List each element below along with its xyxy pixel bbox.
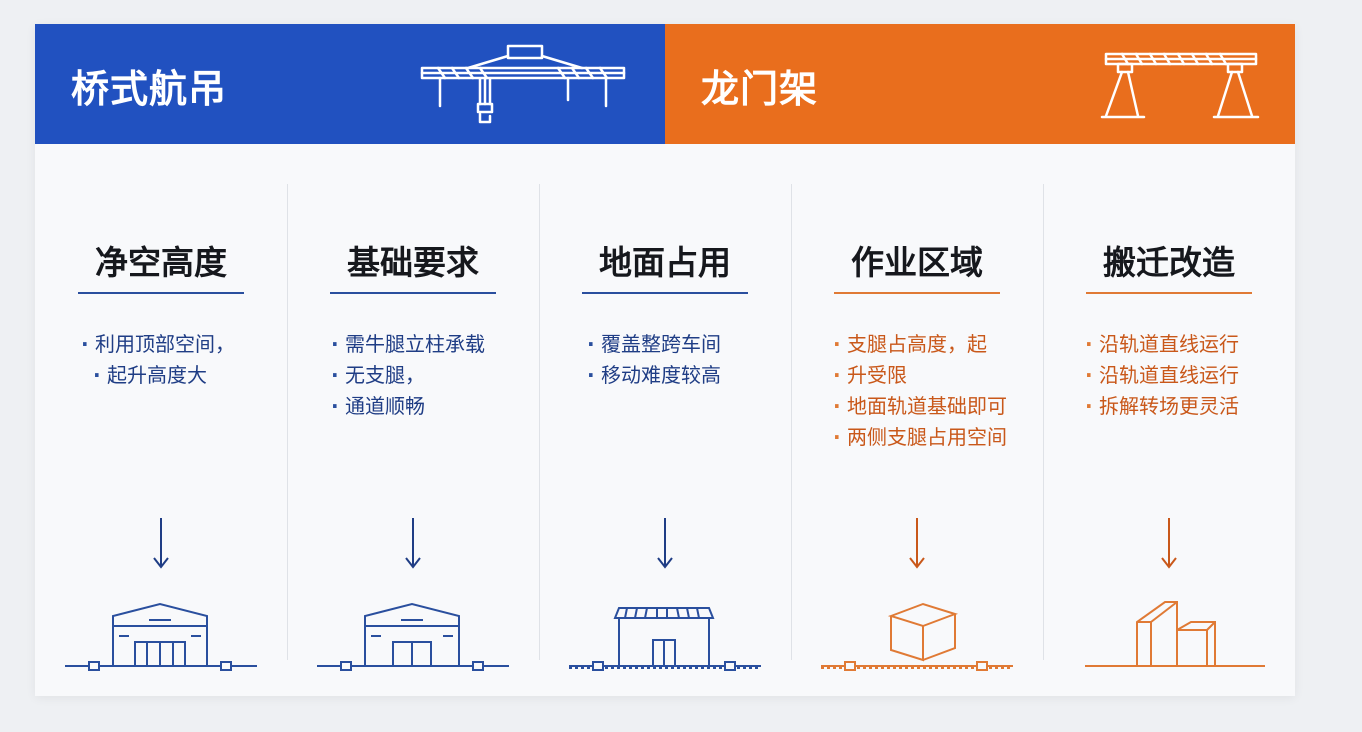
banner-title-bridge-crane: 桥式航吊 — [71, 67, 228, 111]
column-title: 地面占用 — [599, 243, 731, 282]
column-foundation-requirements: 基础要求 ·需牛腿立柱承载 ·无支腿， ·通道顺畅 — [287, 144, 539, 696]
warehouse-rail-icon — [317, 602, 509, 671]
down-arrow-icon — [153, 518, 169, 569]
list-item: ·沿轨道直线运行 — [1085, 360, 1337, 391]
bullet-icon: · — [331, 363, 339, 387]
feature-list: ·利用顶部空间， ·起升高度大 — [35, 329, 333, 391]
feature-list: ·覆盖整跨车间 ·移动难度较高 — [539, 329, 839, 391]
column-title: 搬迁改造 — [1103, 243, 1235, 282]
comparison-card: 桥式航吊 龙门架 — [35, 24, 1295, 696]
title-underline — [1086, 292, 1252, 294]
list-item: ·移动难度较高 — [587, 360, 839, 391]
feature-list: ·需牛腿立柱承载 ·无支腿， ·通道顺畅 — [287, 329, 583, 422]
column-clearance-height: 净空高度 ·利用顶部空间， ·起升高度大 — [35, 144, 287, 696]
column-title: 基础要求 — [347, 243, 479, 282]
bullet-icon: · — [833, 332, 841, 356]
bullet-icon: · — [1085, 394, 1093, 418]
bullet-icon: · — [833, 425, 841, 449]
bridge-crane-icon — [420, 44, 626, 124]
warehouse-rail-icon — [65, 602, 257, 671]
bullet-icon: · — [331, 394, 339, 418]
list-item: ·利用顶部空间， — [81, 329, 333, 360]
title-underline — [78, 292, 244, 294]
blocks-ground-icon — [1085, 601, 1265, 667]
feature-list: ·支腿占高度，起 ·升受限 ·地面轨道基础即可 ·两侧支腿占用空间 — [791, 329, 1085, 453]
bullet-icon: · — [833, 363, 841, 387]
bullet-icon: · — [331, 332, 339, 356]
list-item: ·沿轨道直线运行 — [1085, 329, 1337, 360]
down-arrow-icon — [657, 518, 673, 569]
list-item: ·地面轨道基础即可 — [833, 391, 1085, 422]
list-item: ·无支腿， — [331, 360, 583, 391]
list-item: ·通道顺畅 — [331, 391, 583, 422]
bullet-icon: · — [1085, 332, 1093, 356]
down-arrow-icon — [1161, 518, 1177, 569]
bullet-icon: · — [81, 332, 89, 356]
bullet-icon: · — [587, 332, 595, 356]
list-item: ·起升高度大 — [81, 360, 333, 391]
title-underline — [330, 292, 496, 294]
column-relocation: 搬迁改造 ·沿轨道直线运行 ·沿轨道直线运行 ·拆解转场更灵活 — [1043, 144, 1295, 696]
feature-list: ·沿轨道直线运行 ·沿轨道直线运行 ·拆解转场更灵活 — [1043, 329, 1337, 422]
list-item: ·拆解转场更灵活 — [1085, 391, 1337, 422]
list-item: ·覆盖整跨车间 — [587, 329, 839, 360]
bullet-icon: · — [1085, 363, 1093, 387]
column-divider — [539, 184, 540, 660]
column-divider — [791, 184, 792, 660]
gantry-crane-banner: 龙门架 — [665, 24, 1295, 144]
list-item: ·升受限 — [833, 360, 1085, 391]
bullet-icon: · — [833, 394, 841, 418]
column-title: 作业区域 — [851, 243, 983, 282]
bridge-crane-banner: 桥式航吊 — [35, 24, 665, 144]
column-title: 净空高度 — [95, 243, 227, 282]
list-item: ·需牛腿立柱承载 — [331, 329, 583, 360]
title-underline — [582, 292, 748, 294]
column-divider — [1043, 184, 1044, 660]
workshop-rail-icon — [569, 607, 761, 671]
column-divider — [287, 184, 288, 660]
bullet-icon: · — [93, 363, 101, 387]
column-operating-area: 作业区域 ·支腿占高度，起 ·升受限 ·地面轨道基础即可 ·两侧支腿占用空间 — [791, 144, 1043, 696]
gantry-crane-icon — [1100, 52, 1260, 119]
list-item: ·支腿占高度，起 — [833, 329, 1085, 360]
banner-title-gantry-crane: 龙门架 — [701, 67, 819, 111]
down-arrow-icon — [909, 518, 925, 569]
bullet-icon: · — [587, 363, 595, 387]
down-arrow-icon — [405, 518, 421, 569]
list-item: ·两侧支腿占用空间 — [833, 422, 1085, 453]
box-rail-icon — [821, 602, 1013, 671]
title-underline — [834, 292, 1000, 294]
column-ground-occupation: 地面占用 ·覆盖整跨车间 ·移动难度较高 — [539, 144, 791, 696]
